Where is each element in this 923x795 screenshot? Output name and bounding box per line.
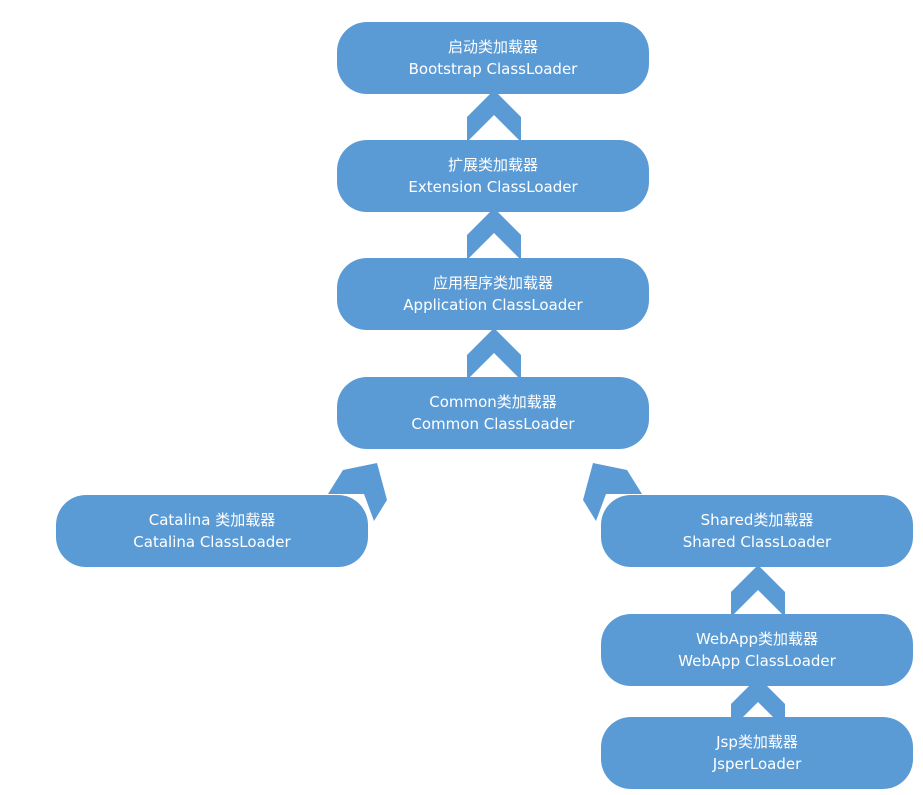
node-title: Jsp类加载器 xyxy=(716,733,798,751)
arrow-common-to-application xyxy=(467,328,521,380)
extension-classloader-node: 扩展类加载器 Extension ClassLoader xyxy=(337,140,649,212)
webapp-classloader-node: WebApp类加载器 WebApp ClassLoader xyxy=(601,614,913,686)
node-title: Common类加载器 xyxy=(429,393,557,411)
node-subtitle: Application ClassLoader xyxy=(403,296,583,314)
node-subtitle: Shared ClassLoader xyxy=(682,533,832,551)
node-title: 启动类加载器 xyxy=(447,38,538,56)
arrow-catalina-to-common xyxy=(328,463,387,521)
arrow-jsp-to-webapp xyxy=(731,677,785,729)
jsp-classloader-node: Jsp类加载器 JsperLoader xyxy=(601,717,913,789)
node-subtitle: JsperLoader xyxy=(712,755,802,773)
arrow-webapp-to-shared xyxy=(731,565,785,617)
node-title: WebApp类加载器 xyxy=(695,630,818,648)
node-title: Catalina 类加载器 xyxy=(148,511,276,529)
node-subtitle: WebApp ClassLoader xyxy=(678,652,836,670)
node-subtitle: Bootstrap ClassLoader xyxy=(408,60,578,78)
node-subtitle: Extension ClassLoader xyxy=(408,178,578,196)
node-subtitle: Common ClassLoader xyxy=(411,415,575,433)
arrow-shared-to-common xyxy=(583,463,642,521)
common-classloader-node: Common类加载器 Common ClassLoader xyxy=(337,377,649,449)
arrow-extension-to-bootstrap xyxy=(467,90,521,142)
node-subtitle: Catalina ClassLoader xyxy=(133,533,291,551)
bootstrap-classloader-node: 启动类加载器 Bootstrap ClassLoader xyxy=(337,22,649,94)
node-title: 扩展类加载器 xyxy=(447,156,538,174)
shared-classloader-node: Shared类加载器 Shared ClassLoader xyxy=(601,495,913,567)
application-classloader-node: 应用程序类加载器 Application ClassLoader xyxy=(337,258,649,330)
arrow-application-to-extension xyxy=(467,208,521,260)
node-title: Shared类加载器 xyxy=(700,511,814,529)
node-title: 应用程序类加载器 xyxy=(432,274,553,292)
catalina-classloader-node: Catalina 类加载器 Catalina ClassLoader xyxy=(56,495,368,567)
